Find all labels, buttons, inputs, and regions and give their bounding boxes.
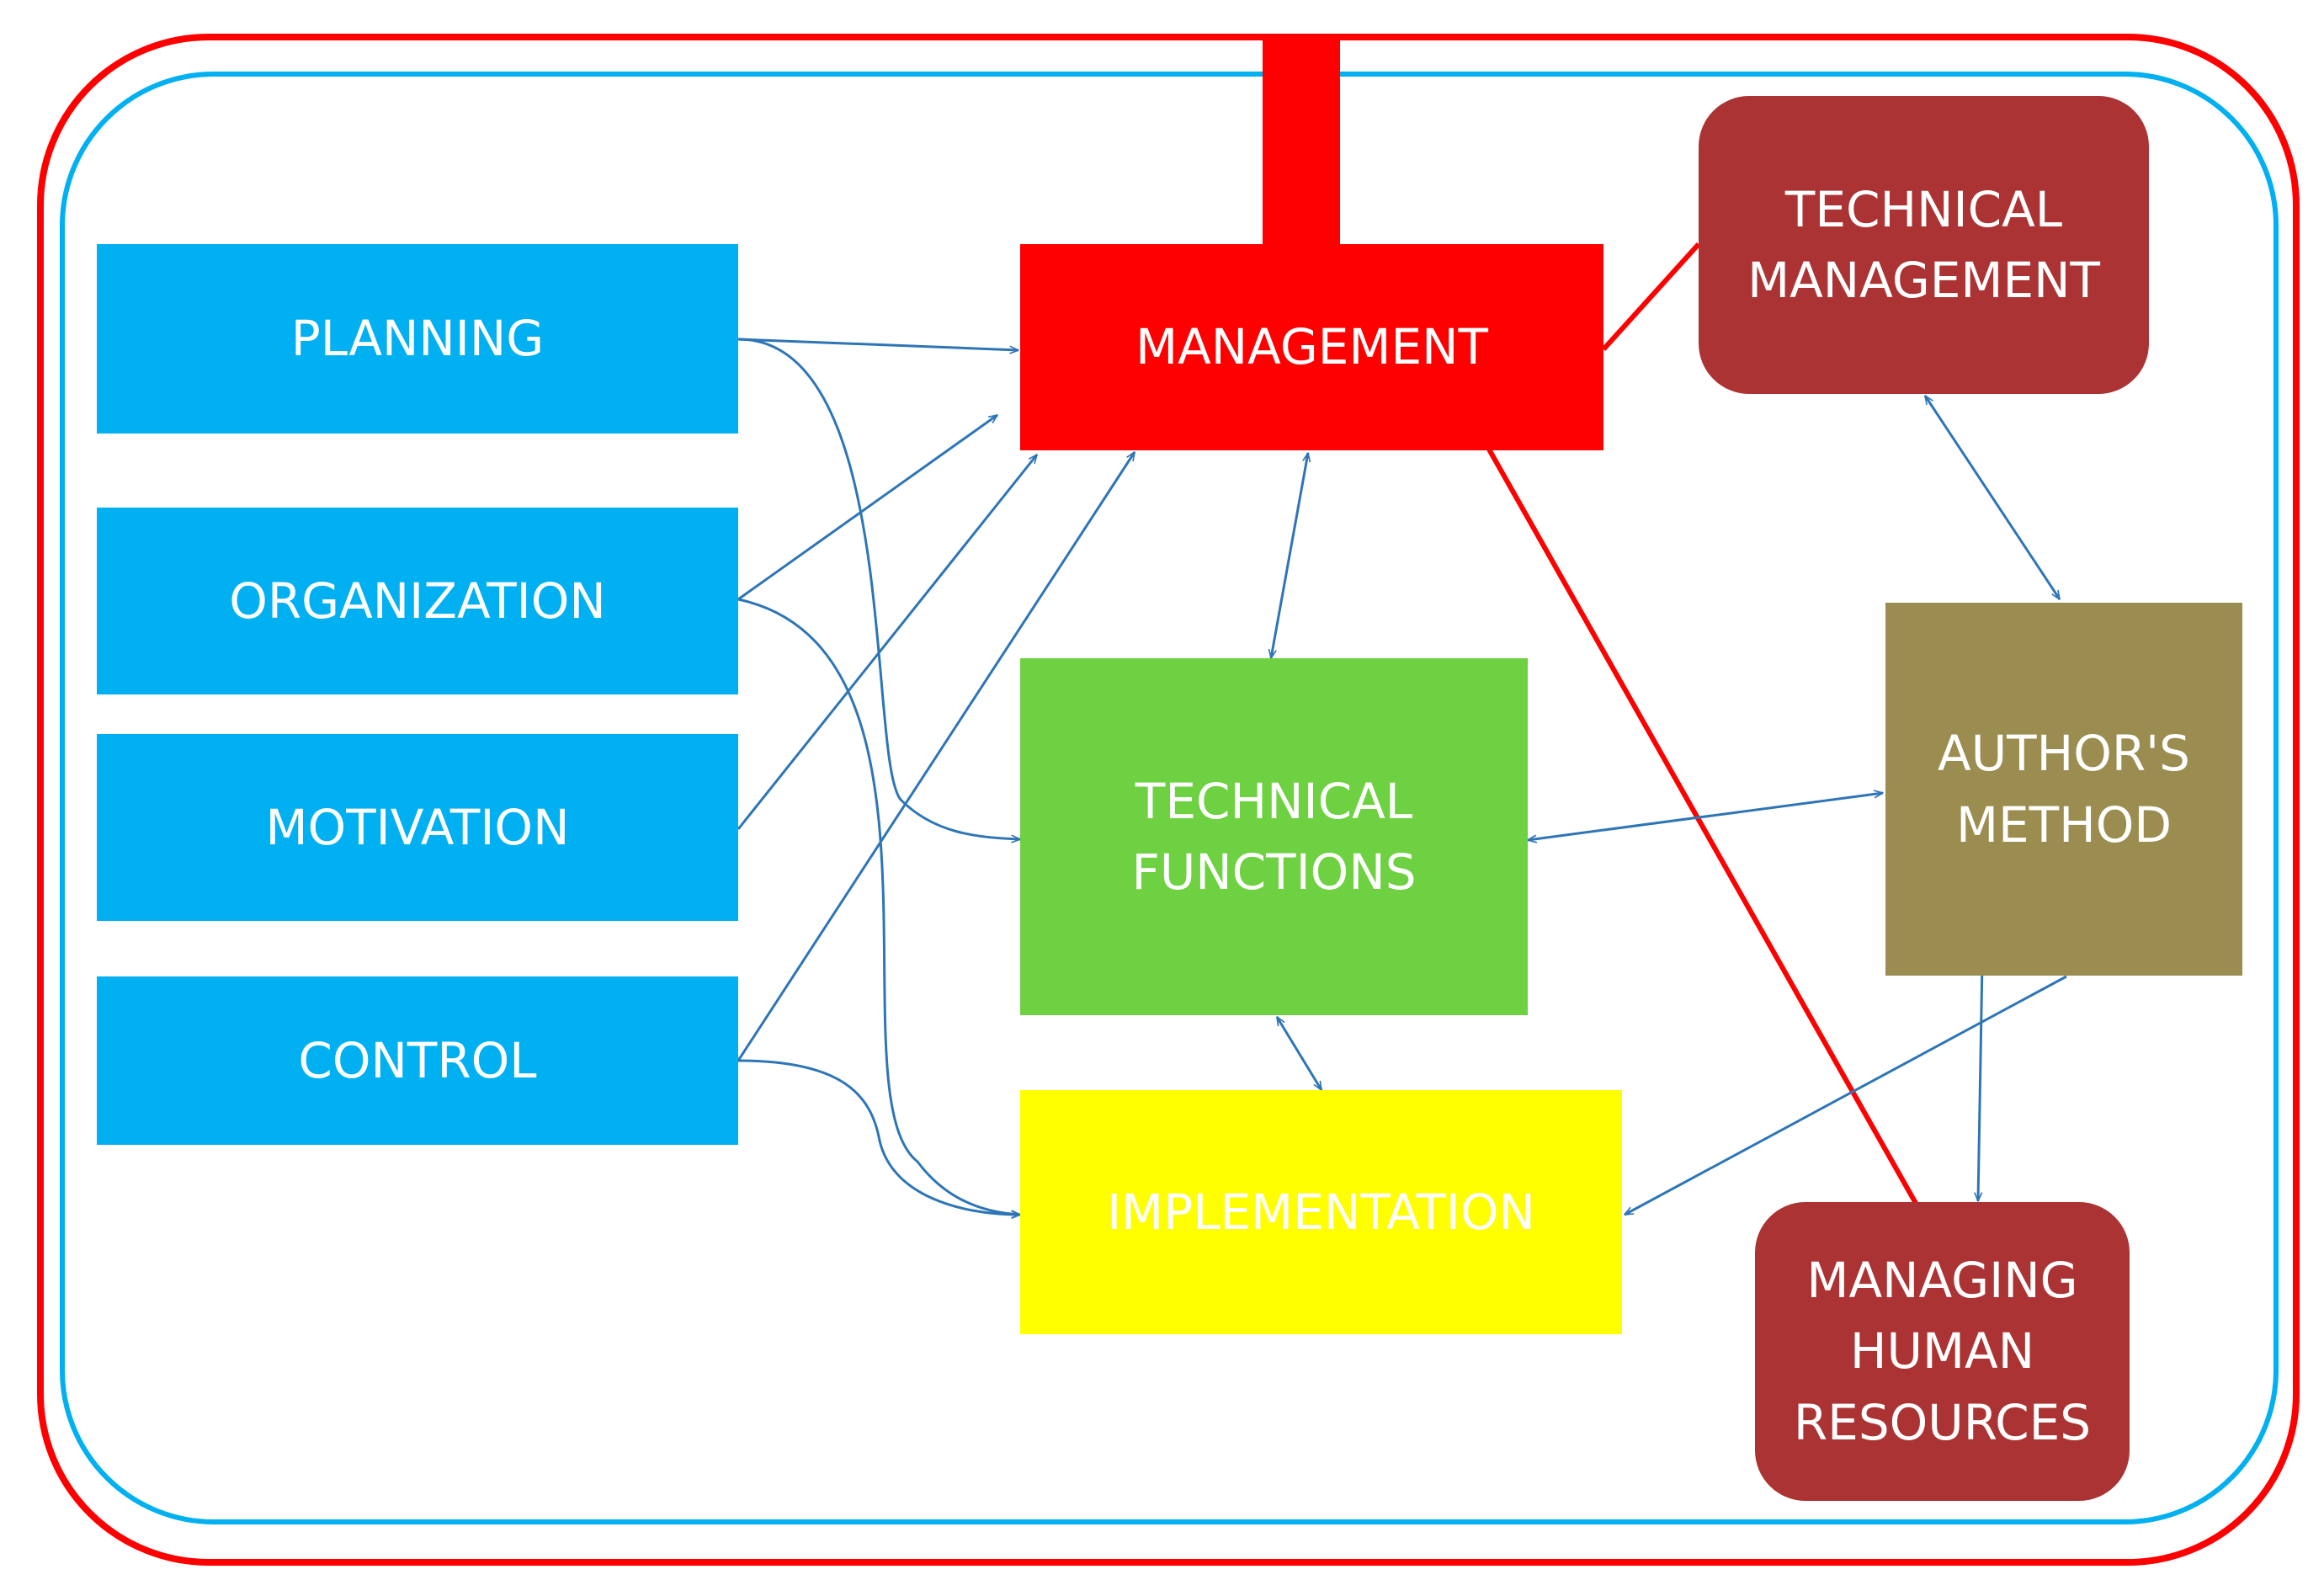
- arrow-authors-method-human-resources: [1978, 961, 1982, 1201]
- implementation-box: IMPLEMENTATION: [1020, 1090, 1622, 1334]
- technical-management-box: TECHNICAL MANAGEMENT: [1699, 96, 2149, 394]
- managing-human-resources-label: MANAGING HUMAN RESOURCES: [1793, 1252, 2092, 1451]
- connector-management-technical-management: [1601, 242, 1701, 352]
- arrow-organization-management: [737, 415, 997, 601]
- arrow-authors-method-implementation: [1625, 975, 2067, 1216]
- arrow-technical-management-authors-method: [1923, 396, 2061, 599]
- organization-box: ORGANIZATION: [97, 508, 738, 694]
- implementation-label: IMPLEMENTATION: [1107, 1183, 1535, 1241]
- managing-human-resources-box: MANAGING HUMAN RESOURCES: [1755, 1202, 2130, 1501]
- control-box: CONTROL: [97, 976, 738, 1145]
- authors-method-label: AUTHOR'S METHOD: [1938, 725, 2190, 854]
- arrow-management-technical-functions: [1271, 453, 1308, 658]
- motivation-label: MOTIVATION: [265, 798, 570, 856]
- management-label: MANAGEMENT: [1135, 318, 1488, 376]
- management-stem: [1263, 39, 1340, 249]
- technical-management-label: TECHNICAL MANAGEMENT: [1747, 180, 2100, 309]
- technical-functions-box: TECHNICAL FUNCTIONS: [1020, 658, 1528, 1015]
- inner-frame: [60, 72, 2279, 1524]
- management-box: MANAGEMENT: [1020, 244, 1603, 450]
- arrow-planning-management: [737, 338, 1018, 350]
- planning-label: PLANNING: [290, 310, 545, 368]
- arrow-motivation-management: [737, 455, 1037, 830]
- organization-label: ORGANIZATION: [229, 572, 606, 630]
- planning-box: PLANNING: [97, 244, 738, 434]
- outer-frame: [37, 34, 2300, 1566]
- arrow-planning-technical-functions: [737, 338, 1020, 839]
- authors-method-box: AUTHOR'S METHOD: [1885, 603, 2242, 976]
- arrow-technical-functions-authors-method: [1528, 793, 1883, 840]
- arrow-control-implementation: [737, 1059, 1020, 1215]
- technical-functions-label: TECHNICAL FUNCTIONS: [1131, 772, 1417, 901]
- motivation-box: MOTIVATION: [97, 734, 738, 921]
- control-label: CONTROL: [298, 1031, 537, 1089]
- arrow-technical-functions-implementation: [1275, 1017, 1323, 1090]
- arrow-control-management: [737, 452, 1136, 1061]
- arrow-organization-implementation: [737, 598, 1020, 1215]
